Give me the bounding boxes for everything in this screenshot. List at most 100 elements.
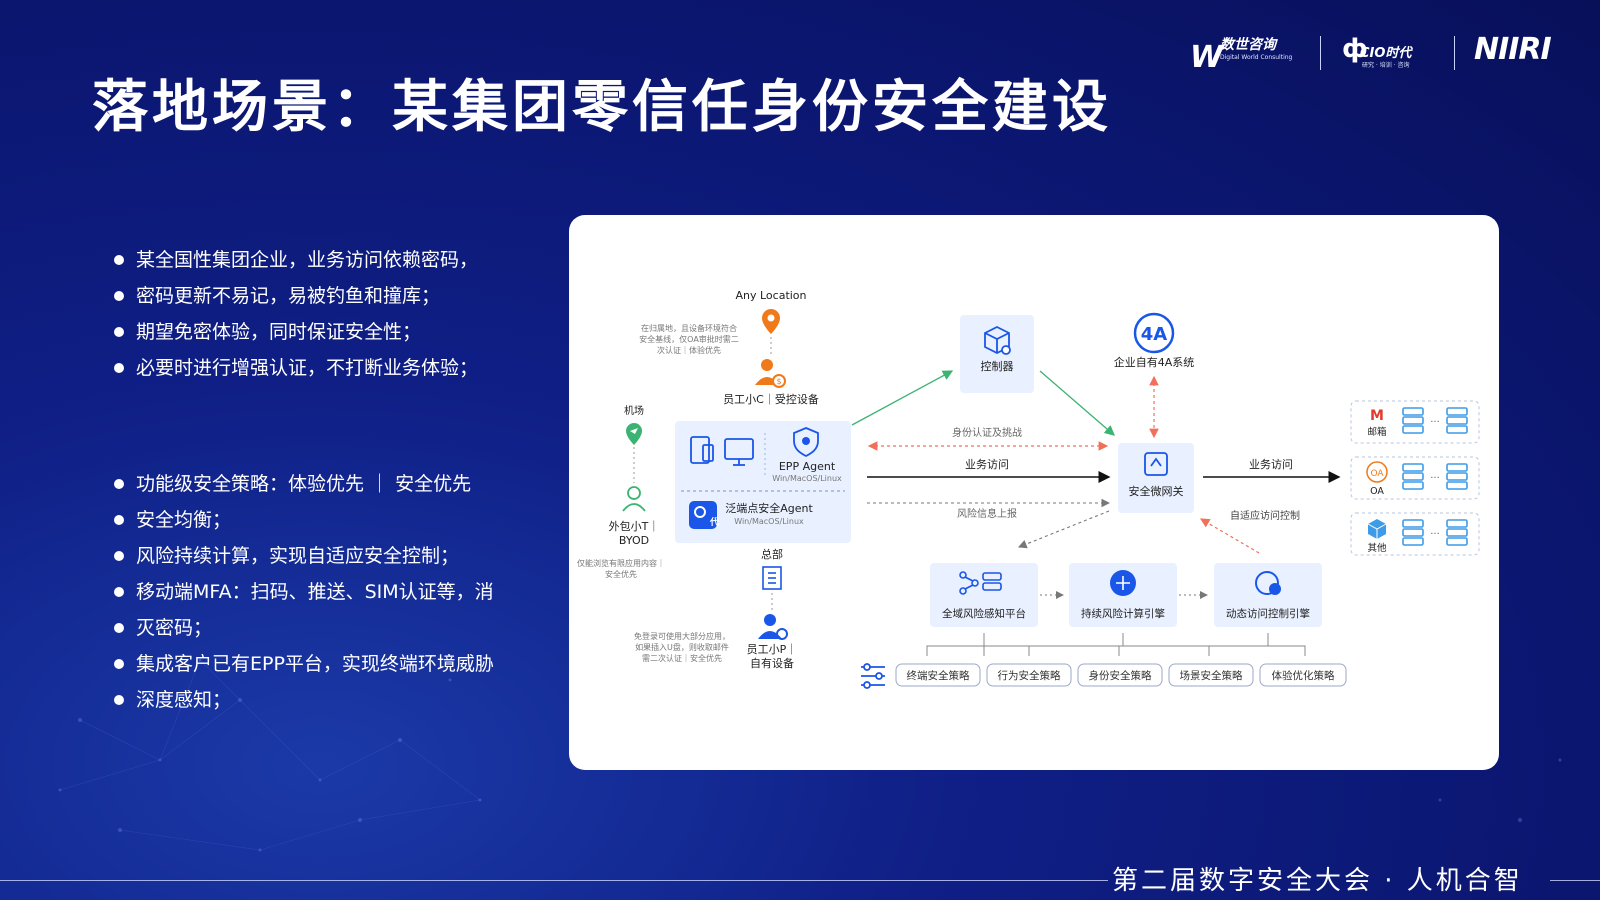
endpoint-panel bbox=[675, 421, 851, 543]
hq-label: 总部 bbox=[761, 547, 783, 561]
business-access-right-label: 业务访问 bbox=[1249, 458, 1293, 471]
gateway-box bbox=[1118, 443, 1194, 513]
conference-footer: 第二届数字安全大会 · 人机合智 bbox=[1112, 866, 1523, 896]
svg-text:4A: 4A bbox=[1141, 324, 1168, 345]
list-item: 功能级安全策略：体验优先 ｜ 安全优先 bbox=[112, 466, 532, 502]
app-mail-label: 邮箱 bbox=[1367, 426, 1386, 438]
network-nodes-icon bbox=[959, 571, 1002, 595]
adaptive-control-label: 自适应访问控制 bbox=[1230, 509, 1300, 522]
policy-tag-behavior: 行为安全策略 bbox=[998, 669, 1061, 682]
risk-perception-box bbox=[930, 563, 1038, 627]
airport-label: 机场 bbox=[624, 404, 644, 417]
oa-icon bbox=[1366, 461, 1388, 483]
risk-engine-label: 持续风险计算引擎 bbox=[1081, 607, 1165, 620]
endpoint-agent-icon: 代 bbox=[689, 501, 719, 529]
svg-text:···: ··· bbox=[1430, 417, 1440, 428]
gateway-risk-platform-arrow bbox=[1017, 510, 1110, 549]
app-mail-group: M 邮箱 ··· bbox=[1350, 400, 1480, 444]
epp-agent-label: EPP Agent bbox=[779, 460, 836, 473]
svg-text:···: ··· bbox=[1430, 529, 1440, 540]
business-access-left-label: 业务访问 bbox=[965, 458, 1009, 471]
hq-note-line1: 免登录可使用大部分应用， bbox=[634, 631, 730, 641]
app-oa-group: OA OA ··· bbox=[1350, 456, 1480, 500]
contractor-note-line2: 安全优先 bbox=[605, 569, 637, 579]
epp-os-label: Win/MacOS/Linux bbox=[772, 474, 842, 483]
policy-tag-identity: 身份安全策略 bbox=[1089, 669, 1152, 682]
svg-text:$: $ bbox=[776, 377, 781, 386]
server-stack-icon bbox=[1402, 407, 1468, 434]
auth-challenge-label: 身份认证及挑战 bbox=[952, 426, 1022, 439]
controller-cube-icon bbox=[984, 325, 1011, 355]
policy-bracket bbox=[926, 633, 1306, 656]
list-item: 风险持续计算，实现自适应安全控制； bbox=[112, 538, 532, 574]
gateway-chip-icon bbox=[1144, 452, 1168, 476]
contractor-user-icon bbox=[622, 486, 646, 512]
policy-tag-terminal: 终端安全策略 bbox=[907, 669, 970, 682]
hq-note-line3: 需二次认证｜安全优先 bbox=[642, 653, 722, 663]
mail-icon: M bbox=[1370, 408, 1384, 424]
list-item: 某全国性集团企业，业务访问依赖密码， bbox=[112, 242, 532, 278]
desktop-monitor-icon bbox=[724, 438, 754, 466]
risk-perception-label: 全域风险感知平台 bbox=[942, 607, 1026, 620]
epp-shield-icon bbox=[793, 427, 819, 458]
policy-tags: 终端安全策略 行为安全策略 身份安全策略 场景安全策略 体验优化策略 bbox=[895, 663, 1347, 687]
other-cube-icon bbox=[1367, 519, 1387, 539]
footer-divider bbox=[1550, 880, 1600, 881]
logo-separator bbox=[1454, 36, 1455, 70]
app-other-group: 其他 ··· bbox=[1350, 512, 1480, 556]
employee-user-icon: $ bbox=[755, 359, 786, 388]
access-engine-box bbox=[1214, 563, 1322, 627]
solution-list: 功能级安全策略：体验优先 ｜ 安全优先 安全均衡； 风险持续计算，实现自适应安全… bbox=[112, 466, 532, 718]
slide-title: 落地场景：某集团零信任身份安全建设 bbox=[92, 75, 1112, 140]
employee-p-label-line1: 员工小P｜ bbox=[747, 643, 798, 656]
controller-gateway-arrow bbox=[1039, 370, 1115, 436]
location-pin-icon bbox=[762, 309, 780, 334]
list-item: 必要时进行增强认证，不打断业务体验； bbox=[112, 350, 532, 386]
controller-label: 控制器 bbox=[981, 359, 1014, 373]
endpoint-controller-arrow bbox=[851, 370, 954, 426]
svg-text:代: 代 bbox=[709, 516, 719, 528]
mobile-tablet-icon bbox=[690, 436, 714, 464]
policy-settings-icon bbox=[861, 663, 885, 689]
hq-note-line2: 如果插入U盘，则收取邮件 bbox=[635, 642, 729, 652]
svg-text:OA: OA bbox=[1370, 469, 1384, 479]
contractor-note-line1: 仅能浏览有限应用内容｜ bbox=[577, 558, 665, 568]
contractor-label-line1: 外包小T｜ bbox=[609, 520, 660, 533]
brain-icon bbox=[1110, 570, 1136, 596]
airport-pin-icon bbox=[626, 423, 642, 445]
any-location-label: Any Location bbox=[735, 289, 806, 302]
sys-4a-icon: 4A bbox=[1133, 312, 1175, 354]
list-item: 期望免密体验，同时保证安全性； bbox=[112, 314, 532, 350]
app-oa-label: OA bbox=[1370, 486, 1384, 497]
requirements-list: 某全国性集团企业，业务访问依赖密码， 密码更新不易记，易被钓鱼和撞库； 期望免密… bbox=[112, 242, 532, 386]
list-item-continuation: 深度感知； bbox=[112, 682, 532, 718]
employee-p-label-line2: 自有设备 bbox=[750, 656, 794, 670]
list-item: 移动端MFA：扫码、推送、SIM认证等，消 bbox=[112, 574, 532, 610]
engine-gateway-arrow bbox=[1199, 518, 1260, 554]
risk-report-label: 风险信息上报 bbox=[957, 507, 1017, 520]
svg-text:···: ··· bbox=[1430, 473, 1440, 484]
logo-bar: W 数世咨询 Digital World Consulting ф CIO时代 … bbox=[1190, 32, 1552, 75]
architecture-diagram-card: Any Location 在归属地，且设备环境符合 安全基线，仅OA审批时需二 … bbox=[569, 215, 1499, 770]
list-item: 集成客户已有EPP平台，实现终端环境威胁 bbox=[112, 646, 532, 682]
app-other-label: 其他 bbox=[1367, 542, 1387, 554]
architecture-diagram: Any Location 在归属地，且设备环境符合 安全基线，仅OA审批时需二 … bbox=[577, 289, 1480, 689]
contractor-label-line2: BYOD bbox=[619, 534, 649, 547]
access-engine-label: 动态访问控制引擎 bbox=[1226, 607, 1310, 620]
employee-c-label: 员工小C｜受控设备 bbox=[723, 392, 819, 406]
location-note-line3: 次认证｜体验优先 bbox=[657, 345, 721, 355]
list-item-continuation: 灭密码； bbox=[112, 610, 532, 646]
employee-owned-device-icon bbox=[758, 614, 788, 640]
sys-4a-label: 企业自有4A系统 bbox=[1114, 355, 1195, 369]
building-icon bbox=[762, 566, 782, 590]
logo-separator bbox=[1320, 36, 1321, 70]
policy-tag-scene: 场景安全策略 bbox=[1180, 669, 1243, 682]
gateway-label: 安全微网关 bbox=[1129, 484, 1184, 498]
footer-divider bbox=[0, 880, 1108, 881]
server-stack-icon bbox=[1402, 519, 1468, 546]
server-stack-icon bbox=[1402, 463, 1468, 490]
location-note-line1: 在归属地，且设备环境符合 bbox=[641, 323, 737, 333]
location-note-line2: 安全基线，仅OA审批时需二 bbox=[639, 334, 739, 344]
endpoint-os-label: Win/MacOS/Linux bbox=[734, 517, 804, 526]
